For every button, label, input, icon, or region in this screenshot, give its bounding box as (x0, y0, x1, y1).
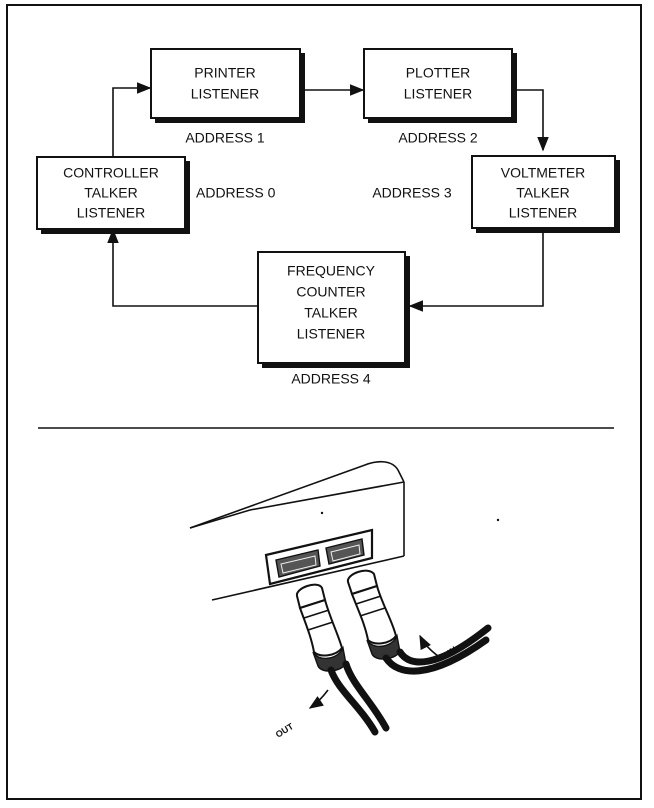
out-cable: OUT (274, 583, 390, 740)
connector-voltmeter-to-counter (408, 232, 544, 312)
connector-counter-to-controller (107, 228, 257, 307)
voltmeter-label-line-2: TALKER (516, 185, 569, 201)
voltmeter-label-line-1: VOLTMETER (501, 165, 586, 181)
controller-label-line-3: LISTENER (77, 205, 145, 221)
instrument-body (189, 460, 500, 601)
counter-label-line-4: LISTENER (297, 326, 365, 342)
counter-label-line-1: FREQUENCY (287, 263, 376, 279)
printer-label-line-1: PRINTER (194, 65, 255, 81)
plotter-node: PLOTTER LISTENER ADDRESS 2 (363, 48, 517, 146)
counter-label-line-2: COUNTER (296, 284, 365, 300)
counter-label-line-3: TALKER (304, 305, 357, 321)
rear-connector-panel (264, 528, 374, 586)
voltmeter-node: VOLTMETER TALKER LISTENER ADDRESS 3 (372, 155, 620, 233)
connector-plotter-to-voltmeter (512, 89, 549, 152)
controller-label-line-1: CONTROLLER (63, 165, 159, 181)
counter-address: ADDRESS 4 (291, 371, 371, 387)
voltmeter-address: ADDRESS 3 (372, 185, 452, 201)
voltmeter-label-line-3: LISTENER (509, 205, 577, 221)
bus-connections (107, 82, 549, 312)
controller-label-line-2: TALKER (84, 185, 137, 201)
instrument-illustration: OUT IN (189, 460, 500, 740)
plotter-address: ADDRESS 2 (398, 130, 478, 146)
controller-address: ADDRESS 0 (196, 185, 276, 201)
plotter-label-line-1: PLOTTER (406, 65, 471, 81)
printer-address: ADDRESS 1 (185, 130, 265, 146)
frequency-counter-node: FREQUENCY COUNTER TALKER LISTENER ADDRES… (257, 251, 410, 387)
controller-node: CONTROLLER TALKER LISTENER ADDRESS 0 (36, 156, 276, 234)
out-label: OUT (274, 721, 296, 740)
connector-controller-to-printer (112, 82, 152, 157)
plotter-label-line-2: LISTENER (404, 86, 472, 102)
printer-node: PRINTER LISTENER ADDRESS 1 (150, 48, 305, 146)
in-cable: IN (346, 569, 492, 675)
printer-label-line-2: LISTENER (191, 86, 259, 102)
